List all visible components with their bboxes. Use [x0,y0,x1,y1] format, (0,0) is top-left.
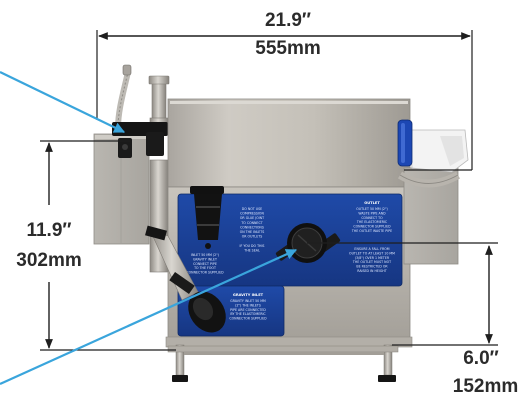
outlet-metric-label: 152mm [452,376,519,397]
panel-text-line: OR GLUE JOINT [240,216,264,220]
panel-text-line: TO CONNECT [240,221,262,225]
width-metric-label: 555mm [255,38,321,59]
inlet-sieve-tray [397,119,469,265]
panel-text-line: CONNECTIONS [240,225,264,229]
height-imperial-label: 11.9″ [26,220,72,241]
height-metric-label: 302mm [16,250,82,271]
panel-text-line: THE OUTLET MUST NOT [352,260,391,264]
panel-text-gravity-inlet: GRAVITY INLET GRAVITY INLET 50 MM(2") THE… [229,293,267,321]
hose-connector [115,64,132,129]
panel-text-line: CONNECTOR SUPPLIED [186,271,224,275]
callout-arrow-lower [0,248,298,386]
panel-text-line: WASTE PIPE AND [358,211,386,215]
panel-text-line: (3/8") OVER 1 METER [355,256,390,260]
panel-text-line: THE SEAL [243,249,260,253]
panel-text-line: PIPE ARE CONNECTED [230,308,266,312]
panel-text-line: IF YOU DO THIS [240,244,265,248]
panel-text-line: CONNECTOR SUPPLIED [353,225,391,229]
width-imperial-label: 21.9″ [264,10,312,31]
dimension-outlet-height [307,242,498,346]
panel-text-line: ON THE INLETS [240,230,265,234]
panel-text-line: DO NOT USE [242,207,262,211]
lower-inlet-fitting [169,272,226,333]
panel-text-line: BY THE ELASTOMERIC [230,312,266,316]
outlet-imperial-label: 6.0″ [463,348,499,369]
panel-text-line: CONNECT PIPE [193,262,217,266]
panel-text-line: OUTLET 50 MM (2") [356,207,387,211]
dimension-height [40,140,176,351]
panel-text-line: THE OUTLET WASTE PIPE [351,229,392,233]
panel-text-line: OUTLET TO AT LEAST 10 MM [349,251,395,255]
panel-text-line: OR OUTLETS [242,235,263,239]
panel-title: OUTLET [364,201,380,205]
dimension-width [96,30,473,171]
panel-text-line: CONNECTOR SUPPLIED [229,317,267,321]
panel-text-line: BE RESTRICTED OR [356,265,388,269]
panel-text-line: TO THE FOOT [193,266,216,270]
callout-arrow-upper [0,71,125,133]
panel-text-line: (2") THE INLETS [235,303,261,307]
panel-text-line: INLET 50 MM (2") [191,253,219,257]
panel-text-line: GRAVITY INLET 50 MM [230,299,266,303]
pipe-clamp [112,122,168,158]
panel-text-line: THE ELASTOMERIC [356,220,388,224]
panel-text-line: CONNECT TO [361,216,383,220]
panel-text-line: GRAVITY INLET [193,257,217,261]
panel-text-line: ENSURE A FALL FROM [354,247,389,251]
panel-title: GRAVITY INLET [233,293,264,297]
inlet-valve [190,186,224,249]
support-legs [167,344,399,382]
panel-text-line: COMPRESSION [240,212,264,216]
panel-text-line: RAISED IN HEIGHT [357,269,387,273]
